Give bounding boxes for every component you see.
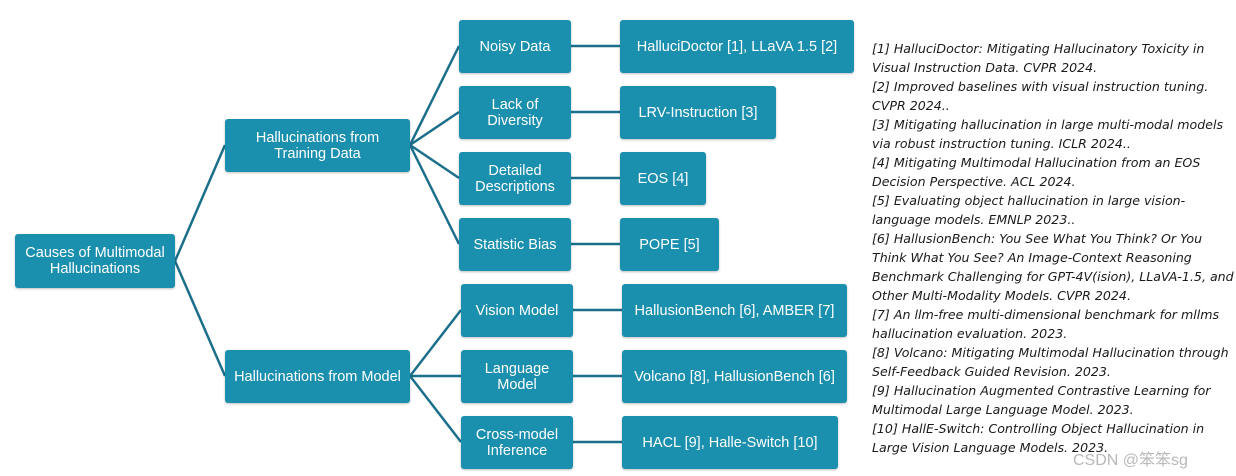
example-node-cross-model-inference: HACL [9], Halle-Switch [10]: [622, 416, 838, 469]
cause-node-language-model: Language Model: [461, 350, 573, 403]
watermark: CSDN @笨笨sg: [1073, 452, 1188, 469]
connector-line: [408, 45, 461, 146]
example-node-lack-of-diversity: LRV-Instruction [3]: [620, 86, 776, 139]
cause-node-noisy-data: Noisy Data: [459, 20, 571, 73]
example-node-language-model: Volcano [8], HallusionBench [6]: [622, 350, 847, 403]
reference-item: [6] HallusionBench: You See What You Thi…: [872, 231, 1234, 303]
reference-item: [7] An llm-free multi-dimensional benchm…: [872, 307, 1220, 341]
reference-item: [8] Volcano: Mitigating Multimodal Hallu…: [872, 345, 1229, 379]
connector-lines: [173, 44, 622, 444]
root-node: Causes of Multimodal Hallucinations: [15, 234, 175, 288]
cause-node-statistic-bias: Statistic Bias: [459, 218, 571, 271]
reference-item: [3] Mitigating hallucination in large mu…: [872, 117, 1224, 151]
example-node-statistic-bias: POPE [5]: [620, 218, 719, 271]
connector-line: [173, 144, 227, 262]
example-node-noisy-data: HalluciDoctor [1], LLaVA 1.5 [2]: [620, 20, 854, 73]
connector-line: [409, 143, 460, 180]
reference-item: [5] Evaluating object hallucination in l…: [872, 193, 1186, 227]
connector-line: [173, 260, 227, 377]
taxonomy-diagram: Causes of Multimodal Hallucinations Hall…: [15, 20, 854, 469]
reference-item: [1] HalluciDoctor: Mitigating Hallucinat…: [872, 41, 1205, 75]
reference-item: [2] Improved baselines with visual instr…: [872, 79, 1209, 113]
cause-node-lack-of-diversity: Lack of Diversity: [459, 86, 571, 139]
cause-node-cross-model-inference: Cross-model Inference: [461, 416, 573, 469]
connector-line: [408, 144, 461, 245]
example-node-vision-model: HallusionBench [6], AMBER [7]: [622, 284, 847, 337]
reference-list: [1] HalluciDoctor: Mitigating Hallucinat…: [872, 39, 1234, 457]
reference-item: [9] Hallucination Augmented Contrastive …: [872, 383, 1211, 417]
connector-line: [409, 375, 462, 443]
connector-line: [409, 110, 460, 147]
category-node-model: Hallucinations from Model: [225, 350, 410, 403]
cause-node-vision-model: Vision Model: [461, 284, 573, 337]
category-node-training-data: Hallucinations from Training Data: [225, 119, 410, 172]
example-node-detailed-descriptions: EOS [4]: [620, 152, 706, 205]
connector-line: [409, 309, 462, 377]
cause-node-detailed-descriptions: Detailed Descriptions: [459, 152, 571, 205]
reference-item: [10] HallE-Switch: Controlling Object Ha…: [872, 421, 1205, 455]
reference-item: [4] Mitigating Multimodal Hallucination …: [872, 155, 1201, 189]
